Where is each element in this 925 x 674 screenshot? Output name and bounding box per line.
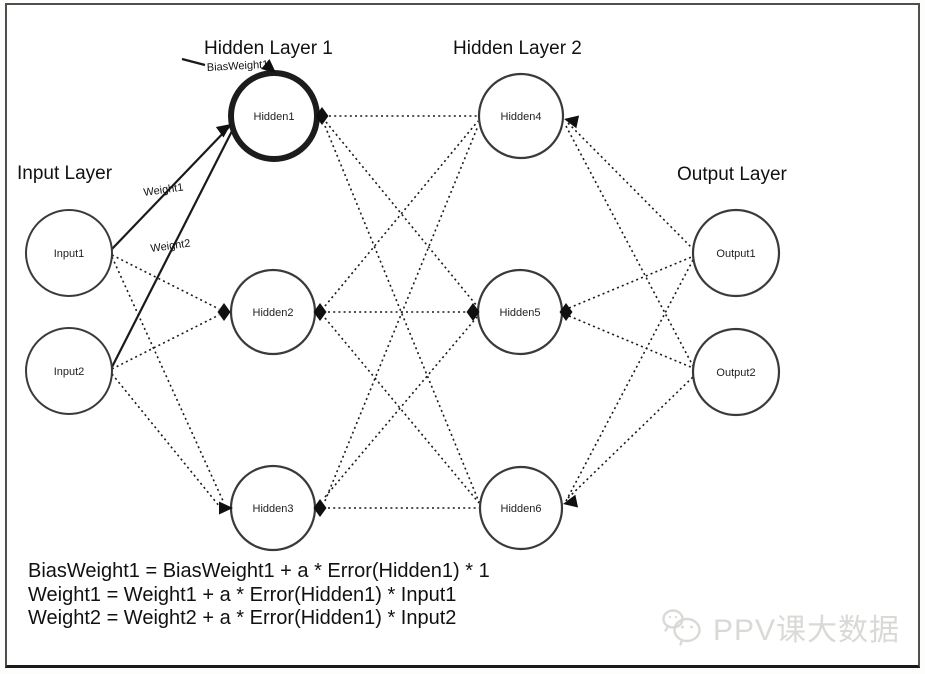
diamond-hidden1-out <box>315 107 329 125</box>
diagram-border-frame <box>5 3 920 668</box>
edge-hidden2-hidden4 <box>324 120 479 307</box>
diamond-hidden5-in <box>466 303 480 321</box>
arrowhead-bias-in <box>261 59 276 73</box>
formula-line-biasweight1: BiasWeight1 = BiasWeight1 + a * Error(Hi… <box>28 560 490 582</box>
weight-1-label: Weight1 <box>143 181 184 198</box>
arrowhead-hidden3-in <box>219 501 233 515</box>
node-output2-label: Output2 <box>716 367 755 379</box>
node-hidden6-label: Hidden6 <box>501 503 542 515</box>
formula-block: BiasWeight1 = BiasWeight1 + a * Error(Hi… <box>28 560 490 631</box>
edge-hidden1-hidden6 <box>324 125 480 503</box>
output-layer-title: Output Layer <box>677 164 788 185</box>
arrowhead-hidden1-in <box>215 124 231 138</box>
diamond-hidden5-out <box>559 303 573 321</box>
node-hidden4 <box>477 72 565 160</box>
arrowhead-hidden4-in <box>564 115 580 129</box>
bias-pointer-line <box>181 57 206 67</box>
watermark-text: PPV课大数据 <box>713 614 901 647</box>
weight-2-label: Weight2 <box>150 237 191 254</box>
input-layer-title: Input Layer <box>17 163 113 184</box>
node-hidden2-label: Hidden2 <box>253 307 294 319</box>
node-input2-label: Input2 <box>54 366 85 378</box>
edge-input2-hidden2 <box>111 314 220 370</box>
node-output2 <box>691 327 781 417</box>
diamond-hidden2-in <box>217 303 231 321</box>
edge-hidden5-output2 <box>568 315 694 369</box>
node-output1 <box>691 208 781 298</box>
wechat-icon <box>662 609 701 646</box>
watermark: PPV课大数据 <box>660 603 900 651</box>
hidden-layer-1-title: Hidden Layer 1 <box>204 38 333 59</box>
edge-input2-hidden3 <box>111 373 225 513</box>
edge-input1-hidden1 <box>110 126 230 251</box>
edge-hidden4-output2 <box>565 125 694 367</box>
edge-input1-hidden3 <box>111 256 225 504</box>
formula-line-weight1: Weight1 = Weight1 + a * Error(Hidden1) *… <box>28 583 457 606</box>
edge-input2-hidden1 <box>110 130 233 370</box>
edge-hidden1-hidden5 <box>325 121 478 307</box>
edge-hidden6-output2 <box>567 375 695 499</box>
hidden-layer-2-title: Hidden Layer 2 <box>453 38 582 59</box>
node-hidden4-label: Hidden4 <box>501 111 542 123</box>
node-input2 <box>25 327 113 415</box>
node-input1-label: Input1 <box>54 248 85 260</box>
edge-hidden2-hidden6 <box>324 317 480 504</box>
edge-hidden4-output1 <box>567 122 695 251</box>
bias-weight-1-label: BiasWeight1 <box>207 59 269 74</box>
node-hidden5-label: Hidden5 <box>500 307 541 319</box>
node-input1 <box>25 209 113 297</box>
formula-line-weight2: Weight2 = Weight2 + a * Error(Hidden1) *… <box>28 607 457 629</box>
node-hidden3-label: Hidden3 <box>253 503 294 515</box>
edge-hidden6-output1 <box>565 259 694 502</box>
edge-hidden3-hidden5 <box>324 316 478 498</box>
edge-input1-hidden2 <box>111 254 220 310</box>
diamond-hidden2-out <box>313 303 327 321</box>
node-hidden6 <box>478 465 564 551</box>
arrowhead-hidden6-in <box>563 494 579 508</box>
node-hidden1-label: Hidden1 <box>254 111 295 123</box>
edge-hidden5-output1 <box>568 255 695 309</box>
diamond-hidden3-out <box>313 499 327 517</box>
node-output1-label: Output1 <box>716 248 755 260</box>
